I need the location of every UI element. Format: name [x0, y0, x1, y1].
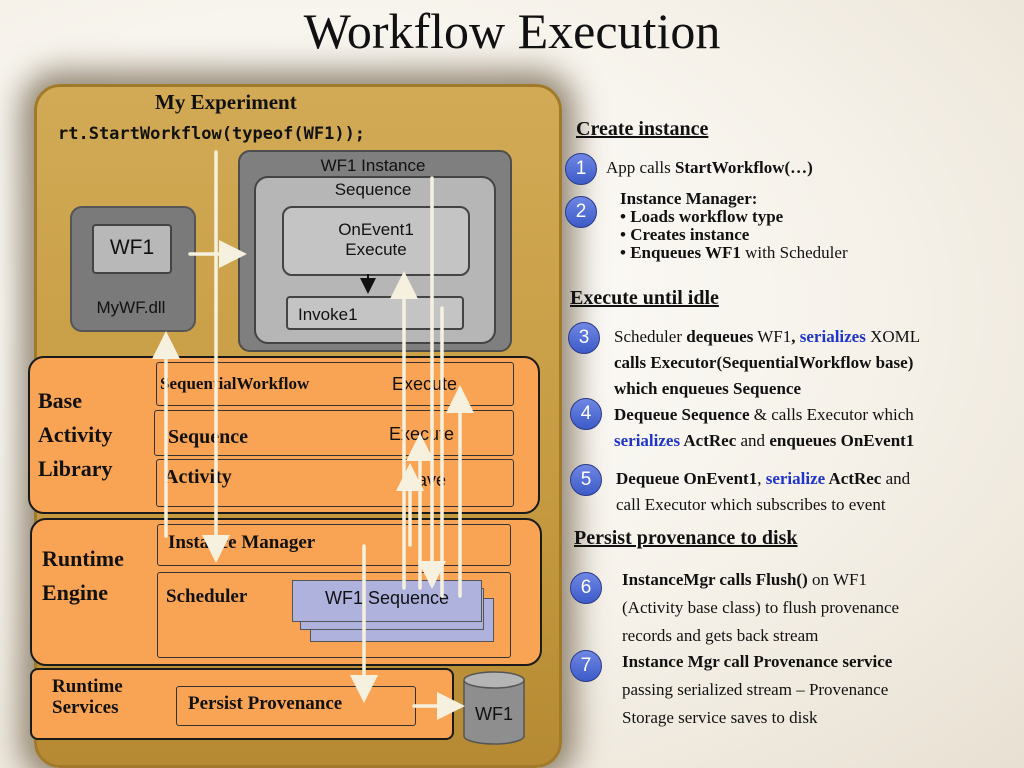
step-3-highlight: serializes [799, 327, 866, 346]
step-4-bold: ActRec [680, 431, 737, 450]
step-6-line: (Activity base class) to flush provenanc… [622, 598, 900, 617]
base-library-label-2: Activity [38, 422, 113, 447]
step-2-bold: • Enqueues WF1 [620, 243, 741, 262]
step-7-text: Instance Mgr call Provenance service pas… [622, 648, 892, 732]
step-2-text: Instance Manager: • Loads workflow type … [620, 190, 848, 262]
persist-provenance-label: Persist Provenance [188, 693, 343, 714]
step-6-bold: InstanceMgr calls Flush() [622, 570, 808, 589]
step-5-bold: ActRec [825, 469, 882, 488]
step-5-line: Dequeue OnEvent1, serialize ActRec and [616, 468, 910, 490]
step-3-line: Scheduler dequeues WF1, serializes XOML [614, 326, 920, 348]
step-4-part: & calls Executor which [749, 405, 914, 424]
step-1-bold: StartWorkflow(…) [674, 158, 813, 177]
step-7-line: Instance Mgr call Provenance service [622, 652, 893, 671]
step-5-text: Dequeue OnEvent1, serialize ActRec and c… [616, 468, 910, 516]
step-4-text: Dequeue Sequence & calls Executor which … [614, 404, 914, 452]
step-6-line: InstanceMgr calls Flush() on WF1 [622, 566, 899, 594]
base-library-label-1: Base [38, 388, 82, 413]
step-3-comma: , [791, 327, 800, 346]
sequence-row-label: Sequence [168, 426, 248, 448]
step-4-bold: enqueues OnEvent1 [769, 431, 915, 450]
runtime-services-label-1: Runtime [52, 676, 123, 697]
experiment-label: My Experiment [155, 90, 297, 114]
step-6-line: records and gets back stream [622, 626, 819, 645]
step-5-bold: Dequeue OnEvent1 [616, 469, 758, 488]
runtime-engine-label-2: Engine [42, 580, 109, 605]
step-7-line: Storage service saves to disk [622, 708, 818, 727]
invoke-box: Invoke1 [286, 296, 464, 330]
create-instance-heading: Create instance [576, 118, 709, 140]
instance-label: WF1 Instance [320, 156, 426, 175]
storage-label: WF1 [475, 704, 513, 724]
step-badge-1: 1 [565, 153, 597, 185]
step-3-part: Scheduler [614, 327, 687, 346]
step-3-part: WF1 [753, 327, 792, 346]
step-3-line: which enqueues Sequence [614, 379, 802, 398]
step-4-line: serializes ActRec and enqueues OnEvent1 [614, 430, 914, 452]
base-library-label-3: Library [38, 456, 113, 481]
step-4-highlight: serializes [614, 431, 681, 450]
step-badge-4: 4 [570, 398, 602, 430]
sequential-workflow-label: SequentialWorkflow [160, 374, 310, 393]
step-2-line: Instance Manager: [620, 189, 758, 208]
scheduler-queue-item: WF1 Sequence [292, 580, 482, 622]
sequence-row [154, 410, 514, 456]
execute-heading: Execute until idle [570, 287, 719, 309]
step-3-part: XOML [865, 327, 921, 346]
step-badge-2: 2 [565, 196, 597, 228]
step-3-line: calls Executor(SequentialWorkflow base) [614, 353, 914, 372]
onevent-box: OnEvent1 Execute [282, 206, 470, 276]
step-badge-5: 5 [570, 464, 602, 496]
step-4-part: and [736, 431, 770, 450]
persist-heading: Persist provenance to disk [574, 527, 798, 549]
wf1-type-box: WF1 [92, 224, 172, 274]
step-3-bold: dequeues [686, 327, 754, 346]
step-5-highlight: serialize [765, 469, 826, 488]
step-5-part: and [881, 469, 911, 488]
runtime-engine-label-1: Runtime [42, 546, 124, 571]
step-5-part: , [757, 469, 766, 488]
step-2-tail: with Scheduler [740, 243, 848, 262]
step-2-line: • Enqueues WF1 with Scheduler [620, 244, 848, 262]
onevent-label: OnEvent1 [338, 220, 414, 239]
step-badge-6: 6 [570, 572, 602, 604]
step-4-bold: Dequeue Sequence [614, 405, 750, 424]
step-4-line: Dequeue Sequence & calls Executor which [614, 404, 914, 426]
scheduler-label: Scheduler [166, 586, 248, 607]
step-3-text: Scheduler dequeues WF1, serializes XOML … [614, 326, 920, 400]
sequence-label: Sequence [334, 180, 412, 199]
step-badge-7: 7 [570, 650, 602, 682]
storage-cylinder-icon [463, 671, 525, 745]
execute-label: Execute [345, 240, 407, 259]
step-2-line: • Loads workflow type [620, 207, 784, 226]
step-badge-3: 3 [568, 322, 600, 354]
step-2-line: • Creates instance [620, 225, 750, 244]
queue-item-sequence: Sequence [367, 588, 450, 608]
dll-label: MyWF.dll [96, 298, 166, 317]
step-1-part: App calls [606, 158, 675, 177]
step-5-line: call Executor which subscribes to event [616, 495, 886, 514]
code-line: rt.StartWorkflow(typeof(WF1)); [58, 124, 366, 144]
queue-item-wf1: WF1 [324, 588, 363, 608]
page-title: Workflow Execution [303, 3, 721, 59]
step-1-text: App calls StartWorkflow(…) [606, 157, 813, 179]
runtime-services-label-2: Services [52, 697, 119, 718]
step-6-text: InstanceMgr calls Flush() on WF1 (Activi… [622, 566, 899, 650]
step-7-line: passing serialized stream – Provenance [622, 680, 889, 699]
step-6-part: on WF1 [807, 570, 867, 589]
